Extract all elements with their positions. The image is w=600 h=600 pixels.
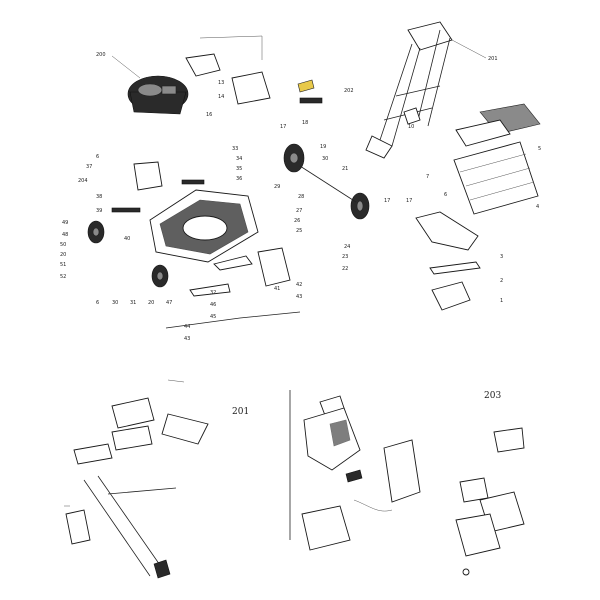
callout-18: 18 xyxy=(302,120,308,126)
callout-4: 4 xyxy=(536,204,539,210)
callout-201-top: 201 xyxy=(488,56,498,62)
callout-25: 25 xyxy=(296,228,302,234)
callout-46: 46 xyxy=(210,302,216,308)
callout-41: 41 xyxy=(274,286,280,292)
callout-27: 27 xyxy=(296,208,302,214)
engine-cover xyxy=(111,55,189,115)
grass-bag-cover xyxy=(455,103,541,147)
callout-17c: 17 xyxy=(406,198,412,204)
subassembly-203 xyxy=(455,427,525,576)
callout-17b: 17 xyxy=(384,198,390,204)
callout-43b: 43 xyxy=(296,294,302,300)
callout-17: 17 xyxy=(280,124,286,130)
label-strip-2 xyxy=(181,179,205,185)
handle-assembly xyxy=(365,21,487,159)
mower-deck xyxy=(149,189,259,263)
callout-29: 29 xyxy=(274,184,280,190)
callout-39: 39 xyxy=(96,208,102,214)
callout-20: 20 xyxy=(60,252,66,258)
callout-36: 36 xyxy=(236,176,242,182)
callout-23: 23 xyxy=(342,254,348,260)
callout-20b: 20 xyxy=(148,300,154,306)
callout-40: 40 xyxy=(124,236,130,242)
rear-flap xyxy=(415,211,479,251)
battery-housing xyxy=(231,71,271,105)
battery-cover xyxy=(185,53,221,77)
wheel-rear-left xyxy=(283,143,305,173)
callout-10: 10 xyxy=(408,124,414,130)
callout-31: 31 xyxy=(130,300,136,306)
height-lever xyxy=(213,255,253,271)
grass-bag xyxy=(453,141,539,215)
callout-6b: 6 xyxy=(444,192,447,198)
callout-35: 35 xyxy=(236,166,242,172)
callout-6: 6 xyxy=(96,154,99,160)
callout-33: 33 xyxy=(232,146,238,152)
callout-38: 38 xyxy=(96,194,102,200)
subassembly-201 xyxy=(64,379,209,579)
switch-box xyxy=(299,97,323,104)
callout-42: 42 xyxy=(296,282,302,288)
label-strip xyxy=(111,207,141,213)
wheel-front-left xyxy=(87,220,105,244)
callout-202: 202 xyxy=(344,88,354,94)
wheel-front-right xyxy=(151,264,169,288)
callout-5: 5 xyxy=(538,146,541,152)
callout-30b: 30 xyxy=(112,300,118,306)
callout-44: 44 xyxy=(184,324,190,330)
mulch-plug xyxy=(431,281,471,311)
callout-49: 49 xyxy=(62,220,68,226)
callout-13: 13 xyxy=(218,80,224,86)
callout-19: 19 xyxy=(320,144,326,150)
callout-21: 21 xyxy=(342,166,348,172)
callout-1: 1 xyxy=(500,298,503,304)
section-label-203: 203 xyxy=(484,391,501,401)
callout-43: 43 xyxy=(184,336,190,342)
callout-200: 200 xyxy=(96,52,106,58)
section-label-201: 201 xyxy=(232,407,249,417)
callout-45: 45 xyxy=(210,314,216,320)
callout-14: 14 xyxy=(218,94,224,100)
callout-7: 7 xyxy=(426,174,429,180)
callout-30: 30 xyxy=(322,156,328,162)
callout-34: 34 xyxy=(236,156,242,162)
safety-key-icon xyxy=(297,79,315,93)
side-discharge-chute xyxy=(257,247,291,287)
callout-52: 52 xyxy=(60,274,66,280)
callout-16: 16 xyxy=(206,112,212,118)
main-assembly: 201 200 13 14 202 5 4 xyxy=(60,21,541,342)
callout-22: 22 xyxy=(342,266,348,272)
callout-26: 26 xyxy=(294,218,300,224)
wheel-rear-right xyxy=(350,192,370,220)
callout-6c: 6 xyxy=(96,300,99,306)
callout-204: 204 xyxy=(78,178,88,184)
cutting-blade xyxy=(429,261,481,275)
callout-48: 48 xyxy=(62,232,68,238)
subassembly-202 xyxy=(289,390,421,551)
callout-32: 32 xyxy=(210,290,216,296)
callout-28: 28 xyxy=(298,194,304,200)
callout-50: 50 xyxy=(60,242,66,248)
blade-adapter xyxy=(189,283,231,297)
callout-2: 2 xyxy=(500,278,503,284)
callout-3: 3 xyxy=(500,254,503,260)
callout-37: 37 xyxy=(86,164,92,170)
dashboard-panel xyxy=(133,161,163,191)
callout-51: 51 xyxy=(60,262,66,268)
callout-24: 24 xyxy=(344,244,350,250)
callout-47: 47 xyxy=(166,300,172,306)
